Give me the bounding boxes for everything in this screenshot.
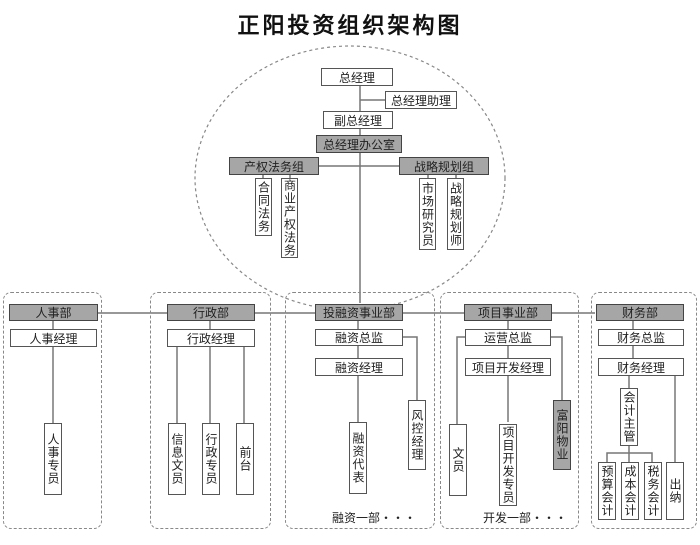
- hr-specialist-box[interactable]: 人事专员: [44, 423, 62, 495]
- hr-manager-box[interactable]: 人事经理: [10, 329, 97, 347]
- finance-member-cashier[interactable]: 出纳: [666, 462, 684, 520]
- project-dept-box[interactable]: 项目事业部: [464, 304, 552, 321]
- legal-group-box[interactable]: 产权法务组: [229, 157, 319, 175]
- finance-member-cost[interactable]: 成本会计: [621, 462, 639, 520]
- project-group: [440, 292, 579, 529]
- project-footer-text: 开发一部・・・: [483, 511, 568, 525]
- finance-dept-box[interactable]: 财务部: [596, 304, 684, 321]
- finance-supervisor-box[interactable]: 会计主管: [620, 388, 638, 446]
- project-member-dev[interactable]: 项目开发专员: [499, 424, 517, 506]
- strategy-member-research[interactable]: 市场研究员: [419, 178, 436, 250]
- investment-group: [285, 292, 435, 529]
- project-director-box[interactable]: 运营总监: [465, 329, 551, 346]
- investment-manager-box[interactable]: 融资经理: [315, 358, 403, 376]
- project-manager-box[interactable]: 项目开发经理: [465, 358, 551, 376]
- hr-group: [3, 292, 102, 529]
- finance-director-box[interactable]: 财务总监: [598, 329, 684, 346]
- deputy-gm-box[interactable]: 副总经理: [323, 111, 393, 129]
- finance-group: [591, 292, 697, 529]
- finance-member-budget[interactable]: 预算会计: [598, 462, 616, 520]
- investment-member-rep[interactable]: 融资代表: [349, 422, 367, 494]
- general-manager-box[interactable]: 总经理: [321, 68, 393, 86]
- finance-member-tax[interactable]: 税务会计: [644, 462, 662, 520]
- legal-member-ip[interactable]: 商业产权法务: [281, 178, 298, 258]
- admin-manager-box[interactable]: 行政经理: [167, 329, 255, 347]
- leadership-ellipse: [194, 45, 506, 311]
- strategy-member-planner[interactable]: 战略规划师: [447, 178, 464, 250]
- project-member-clerk[interactable]: 文员: [449, 424, 467, 496]
- admin-dept-box[interactable]: 行政部: [167, 304, 255, 321]
- finance-manager-box[interactable]: 财务经理: [598, 358, 684, 376]
- admin-group: [150, 292, 271, 529]
- gm-office-box[interactable]: 总经理办公室: [316, 135, 402, 153]
- gm-assistant-box[interactable]: 总经理助理: [385, 91, 457, 109]
- admin-member-reception[interactable]: 前台: [236, 423, 254, 495]
- legal-member-contract[interactable]: 合同法务: [255, 178, 272, 236]
- chart-title: 正阳投资组织架构图: [237, 14, 463, 39]
- investment-member-risk[interactable]: 风控经理: [408, 400, 426, 470]
- strategy-group-box[interactable]: 战略规划组: [399, 157, 489, 175]
- hr-dept-box[interactable]: 人事部: [9, 304, 98, 321]
- admin-member-clerk[interactable]: 信息文员: [168, 423, 186, 495]
- investment-dept-box[interactable]: 投融资事业部: [315, 304, 403, 321]
- investment-director-box[interactable]: 融资总监: [315, 329, 403, 346]
- investment-footer-text: 融资一部・・・: [332, 511, 417, 525]
- project-member-property[interactable]: 富阳物业: [553, 400, 571, 470]
- admin-member-specialist[interactable]: 行政专员: [202, 423, 220, 495]
